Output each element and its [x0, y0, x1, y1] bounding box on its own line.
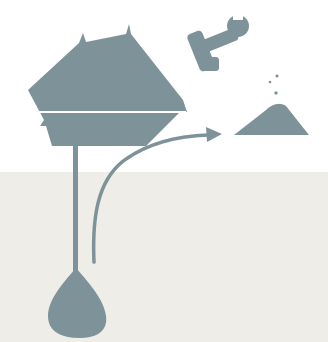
- wrench-jaw-notch: [233, 10, 243, 20]
- vent-pipe-icon: [73, 140, 78, 280]
